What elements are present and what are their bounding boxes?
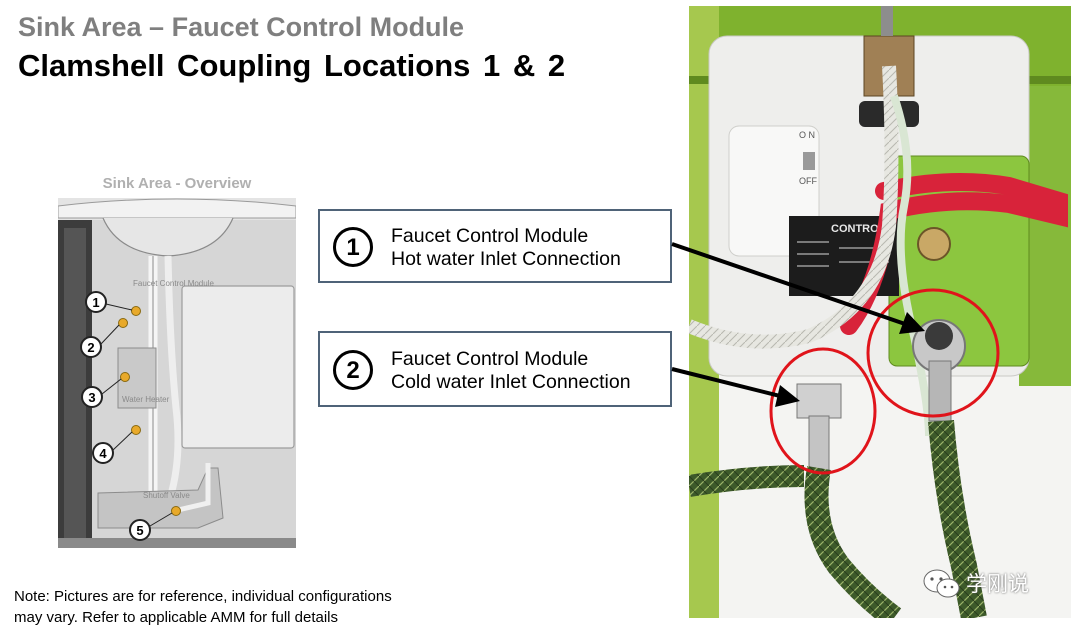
sink-overview-image: Faucet Control Module Water Heater Shuto… [58, 198, 296, 548]
marker-1-label: 1 [92, 295, 99, 310]
callout-cold-water-inlet: 2 Faucet Control Module Cold water Inlet… [318, 331, 672, 407]
hot-water-fitting [912, 319, 966, 422]
marker-1 [85, 291, 107, 313]
highlight-circle-1 [866, 288, 1000, 418]
callout-2-line2: Cold water Inlet Connection [391, 371, 631, 393]
cold-water-fitting [796, 383, 842, 472]
highlight-circle-2 [769, 347, 877, 475]
marker-5-label: 5 [136, 523, 143, 538]
slide-title: Clamshell Coupling Locations 1 & 2 [18, 48, 566, 83]
marker-4-label: 4 [99, 446, 107, 461]
faucet-module-photo: O N OFF CONTROL [689, 6, 1071, 618]
watermark: 学刚说 [922, 568, 1029, 605]
marker-5 [129, 519, 151, 541]
overview-label: Sink Area - Overview [102, 175, 252, 192]
callout-2-line1: Faucet Control Module [391, 348, 589, 370]
switch-off-label: OFF [799, 176, 817, 186]
reference-note: Note: Pictures are for reference, indivi… [14, 586, 484, 628]
note-line-2: may vary. Refer to applicable AMM for fu… [14, 609, 339, 626]
marker-4 [92, 442, 114, 464]
faucet-control-module-label: Faucet Control Module [133, 279, 214, 288]
marker-2-label: 2 [87, 340, 94, 355]
slide-subtitle: Sink Area – Faucet Control Module [18, 12, 465, 42]
callout-1-line2: Hot water Inlet Connection [391, 248, 621, 270]
marker-2 [80, 336, 102, 358]
shutoff-valve-label: Shutoff Valve [143, 491, 190, 500]
callout-1-number: 1 [333, 227, 373, 267]
marker-3 [81, 386, 103, 408]
marker-3-label: 3 [88, 390, 95, 405]
switch-on-label: O N [799, 130, 815, 140]
water-heater-label: Water Heater [122, 395, 170, 404]
watermark-text: 学刚说 [966, 573, 1029, 596]
callout-hot-water-inlet: 1 Faucet Control Module Hot water Inlet … [318, 209, 672, 283]
wechat-icon [923, 569, 960, 598]
callout-2-number: 2 [333, 350, 373, 390]
callout-1-line1: Faucet Control Module [391, 225, 589, 247]
plate-text: CONTROL [831, 223, 886, 235]
note-line-1: Note: Pictures are for reference, indivi… [14, 588, 392, 605]
